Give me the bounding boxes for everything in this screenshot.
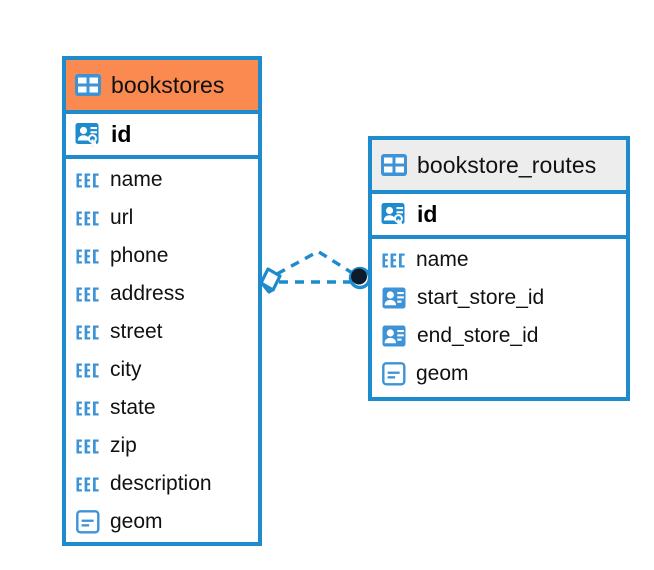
text-type-icon (76, 287, 99, 301)
geometry-type-icon (76, 510, 100, 534)
foreign-key-icon (382, 287, 406, 308)
relationship-connector[interactable] (255, 240, 385, 320)
field-label-end-store-id: end_store_id (417, 324, 539, 347)
field-row-start-store-id[interactable]: start_store_id (372, 279, 626, 317)
field-label-geom: geom (110, 510, 163, 533)
field-row-end-store-id[interactable]: end_store_id (372, 317, 626, 355)
field-label-start-store-id: start_store_id (417, 286, 545, 309)
field-row-state[interactable]: state (66, 389, 258, 427)
field-row-description[interactable]: description (66, 465, 258, 503)
text-type-icon (76, 211, 99, 225)
field-row-geom[interactable]: geom (372, 355, 626, 393)
field-row-id[interactable]: id (66, 110, 258, 159)
text-type-icon (76, 173, 99, 187)
text-type-icon (76, 477, 99, 491)
field-label-street: street (110, 320, 163, 343)
relationship-line-upper-left (276, 250, 318, 276)
text-type-icon (76, 439, 99, 453)
field-label-id: id (417, 201, 438, 227)
field-row-city[interactable]: city (66, 351, 258, 389)
field-label-name: name (416, 248, 469, 271)
field-row-zip[interactable]: zip (66, 427, 258, 465)
field-label-id: id (111, 121, 132, 147)
field-row-url[interactable]: url (66, 199, 258, 237)
field-label-description: description (110, 472, 212, 495)
field-label-state: state (110, 396, 156, 419)
filled-circle-marker (348, 266, 372, 290)
primary-key-icon (75, 123, 99, 147)
field-row-street[interactable]: street (66, 313, 258, 351)
geometry-type-icon (382, 362, 406, 386)
field-label-city: city (110, 358, 142, 381)
field-row-phone[interactable]: phone (66, 237, 258, 275)
field-row-name[interactable]: name (372, 241, 626, 279)
text-type-icon (76, 363, 99, 377)
text-type-icon (76, 249, 99, 263)
text-type-icon (382, 253, 405, 267)
entity-bookstores-fields: name url phone (66, 159, 258, 541)
table-grid-icon (75, 74, 101, 96)
foreign-key-icon (382, 325, 406, 346)
field-label-zip: zip (110, 434, 137, 457)
primary-key-icon (381, 203, 405, 227)
entity-bookstores-header[interactable]: bookstores (66, 60, 258, 110)
field-label-url: url (110, 206, 134, 229)
relationship-line-group (276, 250, 358, 284)
entity-bookstore-routes-fields: name start_store_id (372, 239, 626, 393)
field-row-geom[interactable]: geom (66, 503, 258, 541)
entity-bookstores[interactable]: bookstores id (62, 56, 262, 546)
field-label-address: address (110, 282, 185, 305)
text-type-icon (76, 325, 99, 339)
entity-bookstore-routes-title: bookstore_routes (417, 151, 597, 178)
entity-bookstore-routes[interactable]: bookstore_routes id (368, 136, 630, 401)
entity-bookstores-title: bookstores (111, 71, 225, 98)
text-type-icon (76, 401, 99, 415)
field-label-name: name (110, 168, 163, 191)
field-row-name[interactable]: name (66, 161, 258, 199)
field-row-id[interactable]: id (372, 190, 626, 239)
table-grid-icon (381, 154, 407, 176)
field-label-geom: geom (416, 362, 469, 385)
field-row-address[interactable]: address (66, 275, 258, 313)
entity-bookstore-routes-header[interactable]: bookstore_routes (372, 140, 626, 190)
field-label-phone: phone (110, 244, 169, 267)
diamond-open-marker (258, 267, 282, 294)
